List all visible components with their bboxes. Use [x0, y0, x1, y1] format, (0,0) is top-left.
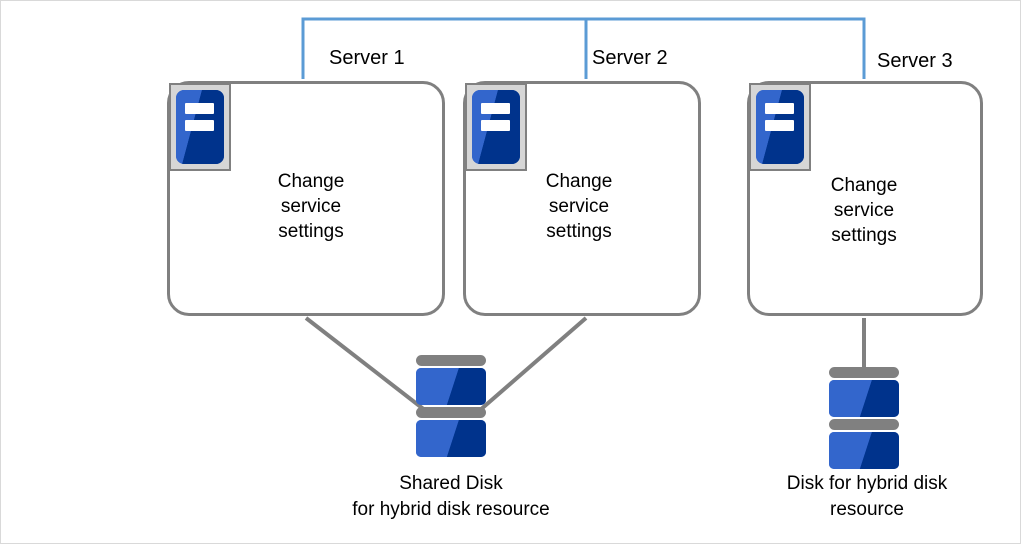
shared-disk-icon[interactable] [416, 355, 486, 459]
server-icon-body [756, 90, 804, 164]
disk-cap [416, 355, 486, 366]
server-icon-bar-bottom [184, 119, 215, 131]
hybrid-disk-caption: Disk for hybrid disk resource [786, 473, 948, 520]
disk-platter [829, 380, 899, 417]
disk-cap [829, 367, 899, 378]
disk-cap [829, 419, 899, 430]
server-2-label: Server 2 [592, 47, 668, 69]
server-3-body-text: Change service settings [830, 175, 898, 246]
disk-cap [416, 407, 486, 418]
disk-platter-shade [829, 432, 899, 469]
server-icon-bar-top [764, 103, 795, 115]
server-icon-body [472, 90, 520, 164]
server-2-body-text: Change service settings [545, 171, 613, 242]
hybrid-disk-icon[interactable] [829, 367, 899, 471]
server-3-label: Server 3 [877, 50, 953, 72]
shared-disk-caption: Shared Disk for hybrid disk resource [352, 473, 550, 520]
server-icon-bar-top [184, 103, 215, 115]
server-icon [749, 83, 811, 171]
server-icon-bar-bottom [764, 119, 795, 131]
server-icon [465, 83, 527, 171]
disk-platter [416, 420, 486, 457]
server-icon [169, 83, 231, 171]
server-icon-bar-bottom [480, 119, 511, 131]
disk-platter [416, 368, 486, 405]
server-icon-body [176, 90, 224, 164]
server-icon-bar-top [480, 103, 511, 115]
disk-platter-shade [416, 420, 486, 457]
server-1-label: Server 1 [329, 47, 405, 69]
disk-platter [829, 432, 899, 469]
disk-platter-shade [416, 368, 486, 405]
disk-platter-shade [829, 380, 899, 417]
server-1-body-text: Change service settings [277, 171, 345, 242]
